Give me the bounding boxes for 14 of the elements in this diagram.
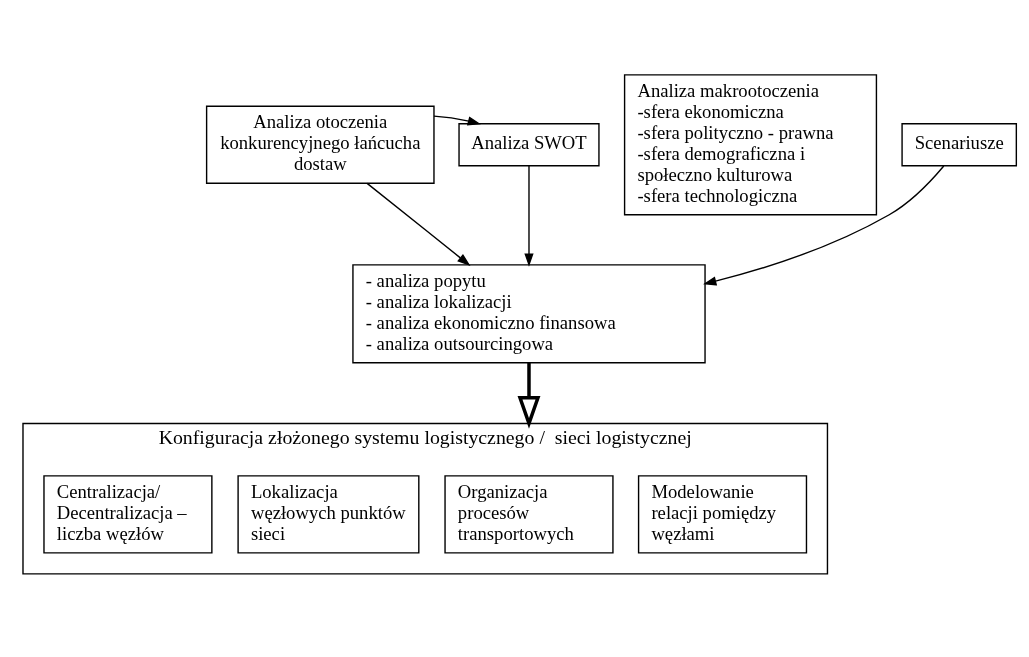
arrow <box>432 114 481 125</box>
node-box: Analiza SWOT <box>457 122 600 166</box>
node-box: Scenariusze <box>900 122 1017 166</box>
node-box: Organizacja procesów transportowych <box>443 474 614 554</box>
arrow <box>365 182 470 266</box>
node-box: Centralizacja/ Decentralizacja – liczba węzłów <box>42 474 213 554</box>
node-box: Analiza otoczenia konkurencyjnego łańcucha dostaw <box>205 105 435 184</box>
node-box: - analiza popytu - analiza lokalizacji - analiza ekonomiczno finansowa - analiza outsourcingowa <box>351 263 706 363</box>
arrow <box>702 164 944 286</box>
arrow <box>523 164 534 267</box>
node-box: Analiza makrootoczenia -sfera ekonomiczna -sfera polityczno - prawna -sfera demograficzna i społeczno kulturowa -sfera technologiczna <box>623 73 877 215</box>
node-box: Lokalizacja węzłowych punktów sieci <box>236 474 419 554</box>
node-box: Modelowanie relacji pomiędzy węzłami <box>637 474 807 554</box>
arrow <box>517 362 540 429</box>
